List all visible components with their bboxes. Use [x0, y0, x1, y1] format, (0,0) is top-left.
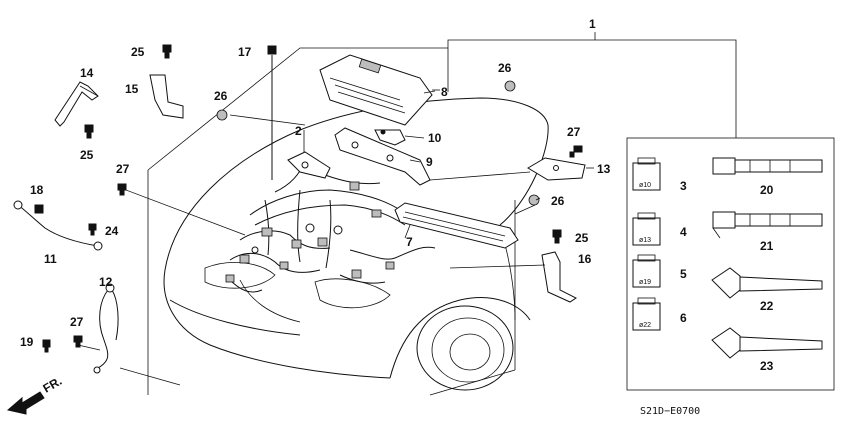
callout-8: 8: [441, 85, 448, 99]
engine-room-frame: [147, 47, 516, 396]
front-label: FR.: [41, 374, 65, 396]
cable-tie-23: [711, 327, 823, 359]
part-12-cable: [93, 283, 119, 374]
part-2-bracket: [287, 151, 331, 179]
callout-5: 5: [680, 267, 687, 281]
connector-4: [632, 212, 661, 246]
callout-1: 1: [589, 17, 596, 31]
part-27-bolt-c: [73, 335, 83, 348]
part-11-cable: [13, 200, 103, 251]
callout-25-c: 25: [575, 231, 589, 245]
cable-tie-21: [712, 211, 823, 239]
part-24-bolt: [88, 223, 97, 236]
part-17-stud: [267, 45, 277, 180]
front-arrow-icon: [6, 391, 45, 415]
main-wire-harness: [225, 159, 436, 293]
callout-21: 21: [760, 239, 774, 253]
connector-3-size: ø10: [639, 182, 651, 189]
callout-12: 12: [99, 275, 113, 289]
part-25-bolt-b: [84, 124, 94, 139]
part-27-bolt-a: [569, 145, 583, 158]
connector-kit-box: [626, 137, 835, 391]
part-10-bracket: [374, 129, 406, 146]
part-26-nut-c: [528, 194, 540, 206]
callout-4: 4: [680, 225, 687, 239]
part-19-bolt: [42, 339, 51, 353]
callout-16: 16: [578, 252, 592, 266]
callout-25-a: 25: [131, 45, 145, 59]
part-25-bolt-a: [162, 44, 172, 59]
part-8-cover: [319, 54, 440, 126]
callout-6: 6: [680, 311, 687, 325]
callout-18: 18: [30, 183, 44, 197]
diagram-code: S21D−E0700: [640, 406, 700, 417]
part-18-bolt: [34, 204, 44, 214]
callout-26-a: 26: [498, 61, 512, 75]
callout-3: 3: [680, 179, 687, 193]
callout-26-b: 26: [214, 89, 228, 103]
part-16-bracket: [541, 251, 577, 303]
callout-27-c: 27: [70, 315, 84, 329]
part-26-nut-b: [216, 109, 228, 121]
connector-6: [632, 297, 661, 331]
connector-5-size: ø19: [639, 279, 651, 286]
part-26-nut-a: [504, 80, 516, 92]
callout-24: 24: [105, 224, 119, 238]
fasteners: [34, 44, 583, 353]
part-9-bracket: [334, 127, 431, 186]
callout-22: 22: [760, 299, 774, 313]
callout-2: 2: [295, 124, 302, 138]
callout-17: 17: [238, 45, 252, 59]
callout-11: 11: [44, 252, 57, 266]
callout-19: 19: [20, 335, 34, 349]
callout-10: 10: [428, 131, 442, 145]
callout-7: 7: [406, 235, 413, 249]
callout-14: 14: [80, 66, 94, 80]
part-27-bolt-b: [117, 183, 127, 196]
callout-27-b: 27: [116, 162, 130, 176]
callout-13: 13: [597, 162, 611, 176]
callout-27-a: 27: [567, 125, 581, 139]
callout-25-b: 25: [80, 148, 94, 162]
callout-26-c: 26: [551, 194, 565, 208]
part-15-bracket: [149, 74, 184, 119]
group-bracket-1: [447, 32, 737, 138]
connector-6-size: ø22: [639, 322, 651, 329]
cable-tie-22: [711, 267, 823, 299]
callout-9: 9: [426, 155, 433, 169]
callout-20: 20: [760, 183, 774, 197]
connector-5: [632, 254, 661, 288]
part-25-bolt-c: [552, 229, 562, 244]
part-7-harness-cover: [394, 202, 519, 249]
connector-4-size: ø13: [639, 237, 651, 244]
part-14-bracket: [54, 81, 99, 127]
leader-lines: [77, 90, 594, 386]
connector-3: [632, 157, 661, 191]
callout-15: 15: [125, 82, 139, 96]
cable-tie-20: [712, 157, 823, 175]
part-13-bracket: [527, 157, 586, 181]
callout-23: 23: [760, 359, 774, 373]
